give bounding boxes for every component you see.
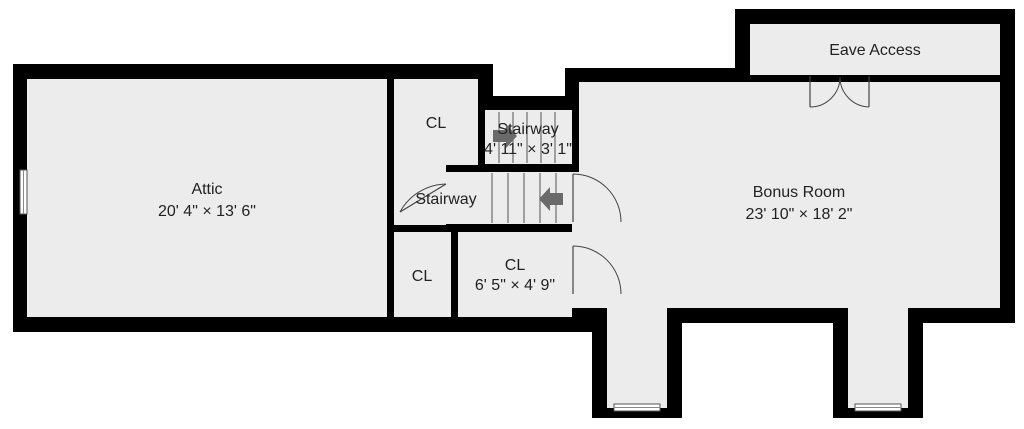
bonus-room-name: Bonus Room <box>753 184 846 201</box>
doors <box>399 76 870 295</box>
closet-bottom-dims: 6' 5" × 4' 9" <box>475 277 555 294</box>
eave-access-floor <box>750 24 1000 75</box>
stairway-upper-name: Stairway <box>497 121 558 138</box>
windows <box>19 169 902 412</box>
closet-bottom-floor <box>458 232 572 317</box>
bonus-room-dims: 23' 10" × 18' 2" <box>746 206 853 223</box>
floors <box>27 24 1000 408</box>
closet-bottom-left-name: CL <box>412 268 433 285</box>
stairway-upper-dims: 4' 11" × 3' 1" <box>484 141 572 158</box>
attic-name: Attic <box>191 181 222 198</box>
closet-top-floor <box>394 79 478 165</box>
closet-bottom-left-floor <box>394 232 451 317</box>
attic-floor <box>27 79 387 317</box>
closet-bottom-name: CL <box>505 257 526 274</box>
attic-dims: 20' 4" × 13' 6" <box>158 203 256 220</box>
closet-top-name: CL <box>426 115 447 132</box>
stair-arrow-down-icon <box>539 187 563 211</box>
eave-access-name: Eave Access <box>829 42 921 59</box>
stairway-lower-name: Stairway <box>415 191 476 208</box>
stair-arrow-up-icon <box>493 124 517 148</box>
bonus-room-floor <box>579 82 1000 308</box>
